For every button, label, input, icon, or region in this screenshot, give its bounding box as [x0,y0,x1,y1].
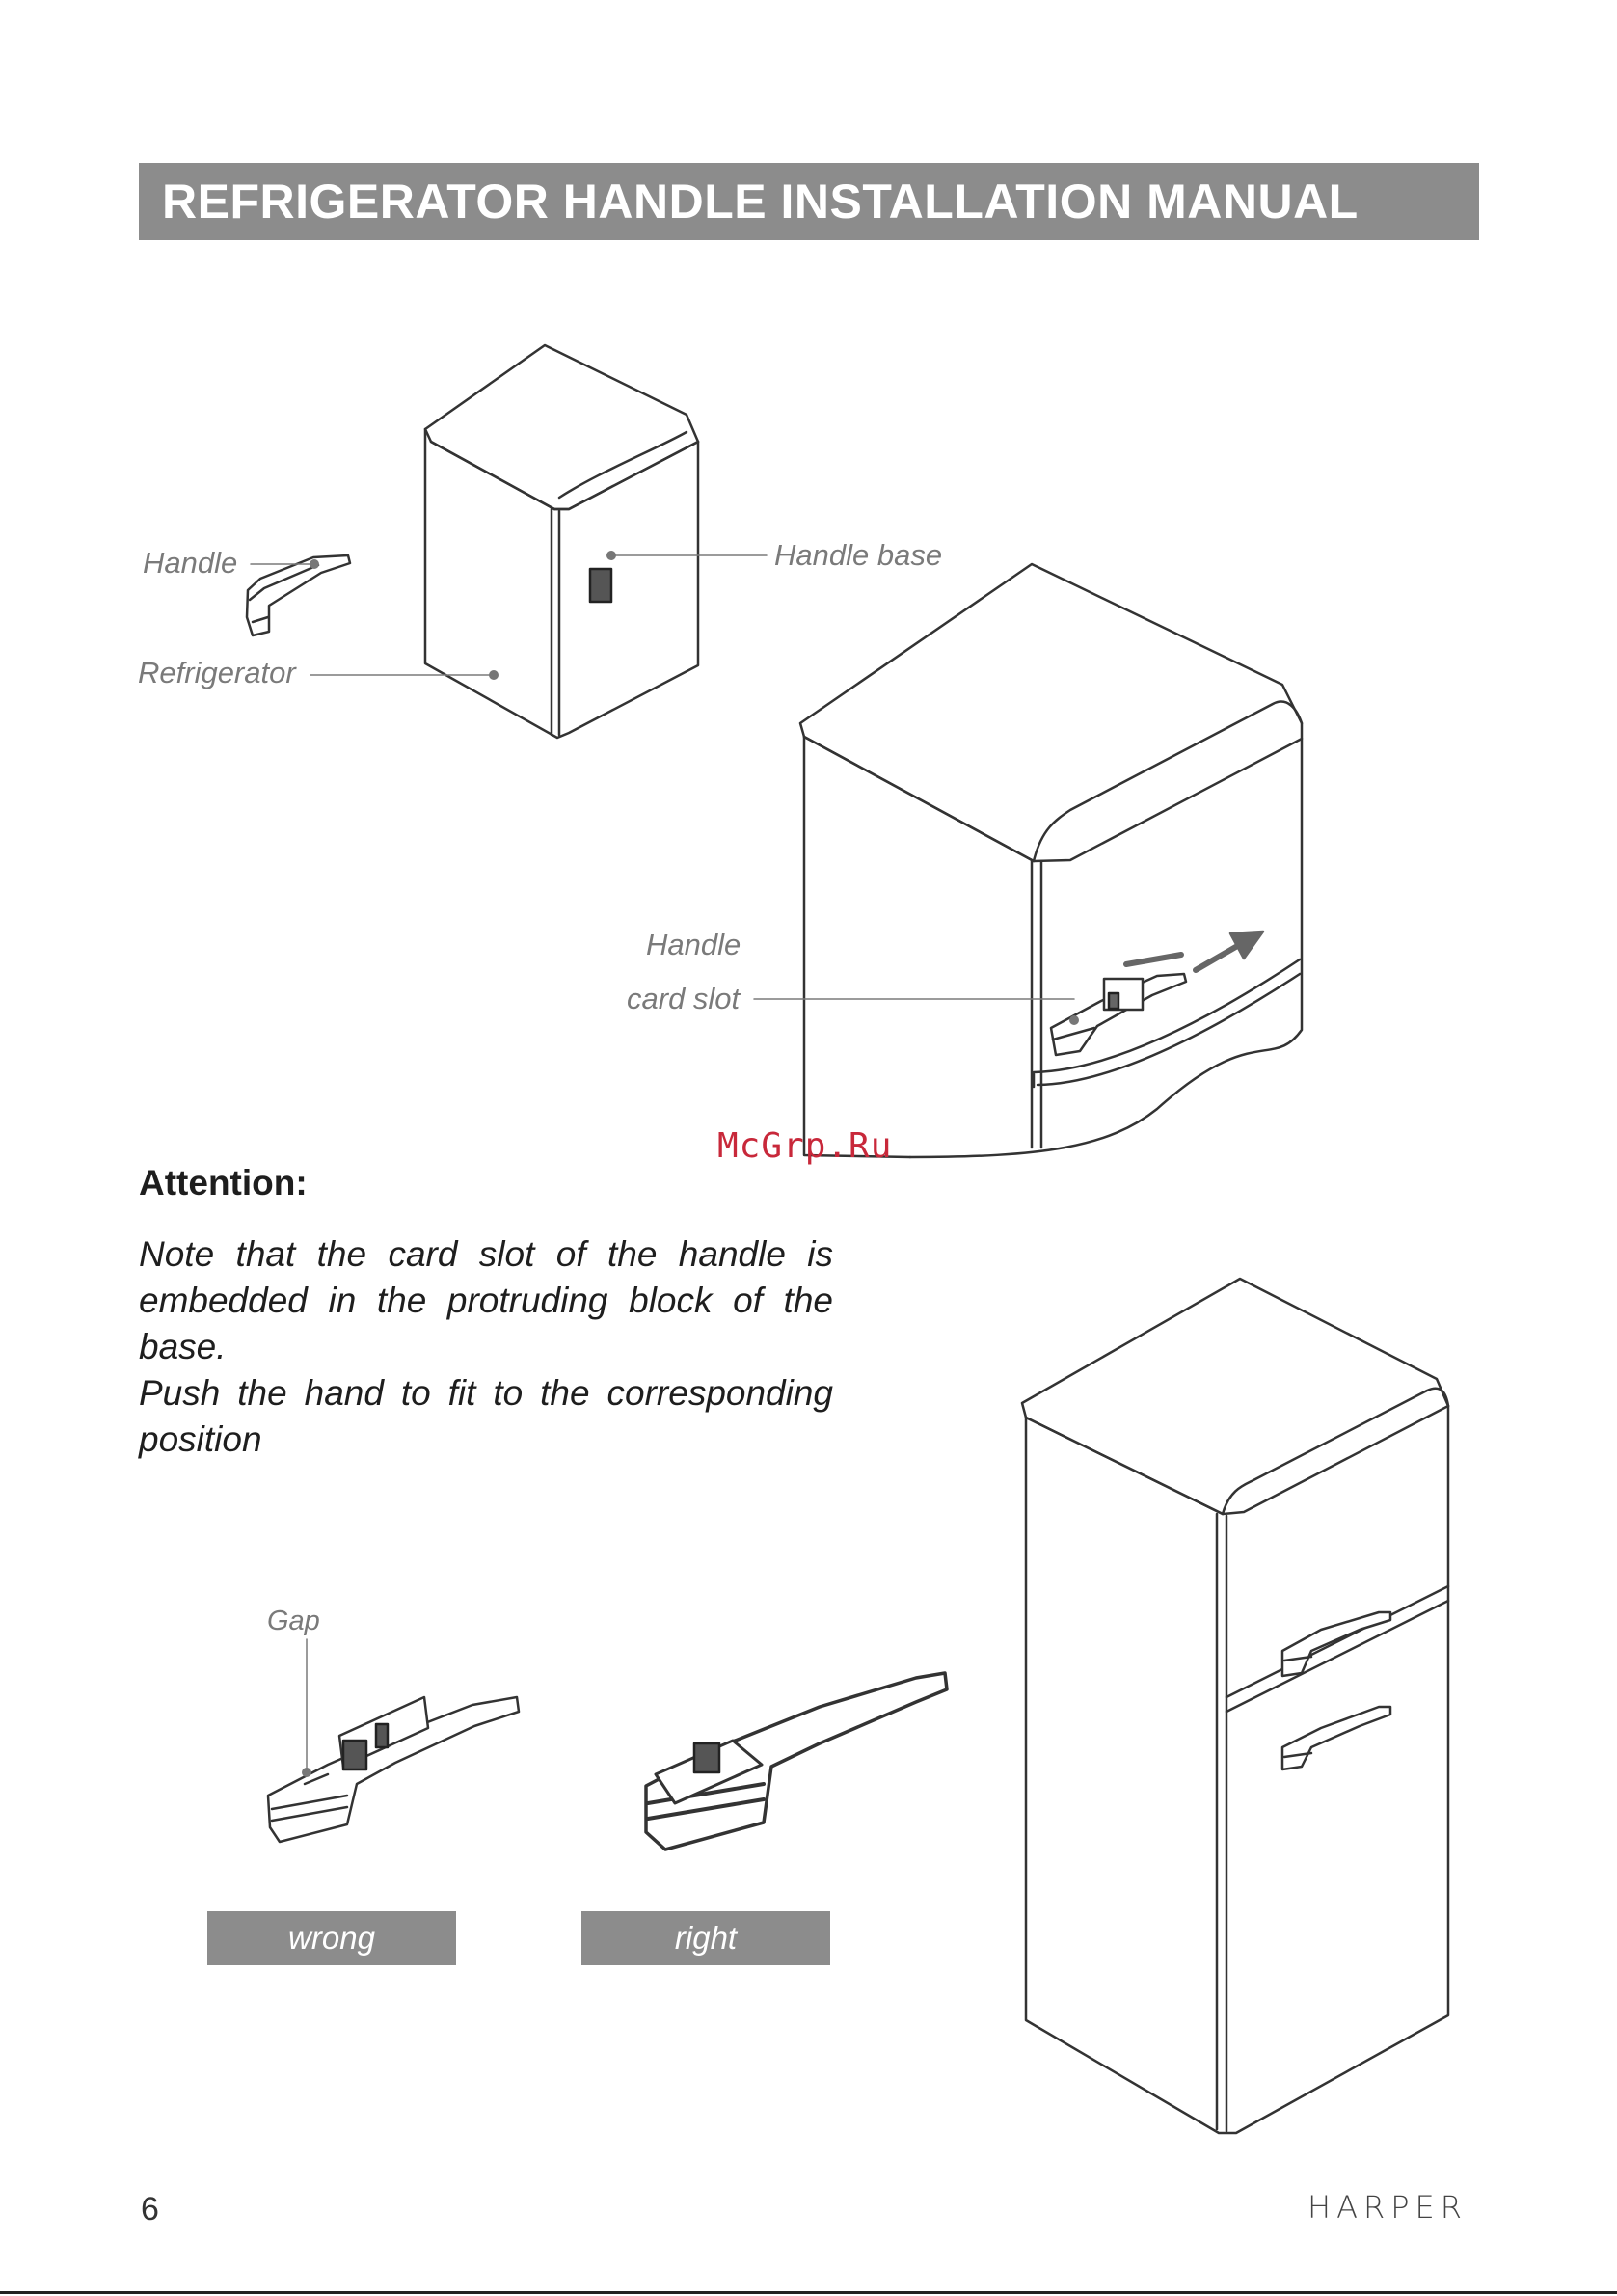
loose-handle-illustration [247,555,350,635]
attention-paragraph-1: Note that the card slot of the handle is… [139,1231,833,1370]
refrigerator-label: Refrigerator [138,656,296,690]
brand-logo: HARPER [1307,2189,1468,2226]
card-slot-label-line2: card slot [627,982,740,1016]
leader-lines-small [251,555,767,675]
refrigerator-pointer-dot [489,670,499,680]
handle-base-label: Handle base [774,538,942,573]
closeup-refrigerator-illustration [800,564,1302,1157]
card-slot-pointer-dot [1069,1015,1079,1025]
handle-base-pointer-dot [606,551,616,560]
handle-label: Handle [143,546,237,581]
card-slot-label-line1: Handle [646,928,741,962]
attention-paragraph-2: Push the hand to fit to the correspondin… [139,1370,833,1463]
attention-text: Note that the card slot of the handle is… [139,1231,833,1463]
right-tag: right [581,1911,830,1965]
mounted-handle-illustration [1051,932,1263,1055]
handle-pointer-dot [310,559,319,569]
gap-pointer-dot [302,1768,311,1777]
right-fit-illustration [646,1673,947,1850]
small-refrigerator-illustration [425,345,698,738]
gap-label: Gap [267,1606,320,1637]
two-door-refrigerator-illustration [1022,1279,1448,2133]
bottom-rule [0,2291,1617,2294]
watermark: McGrp.Ru [717,1126,892,1166]
attention-heading: Attention: [139,1163,308,1203]
page-number: 6 [141,2191,159,2228]
wrong-tag: wrong [207,1911,456,1965]
